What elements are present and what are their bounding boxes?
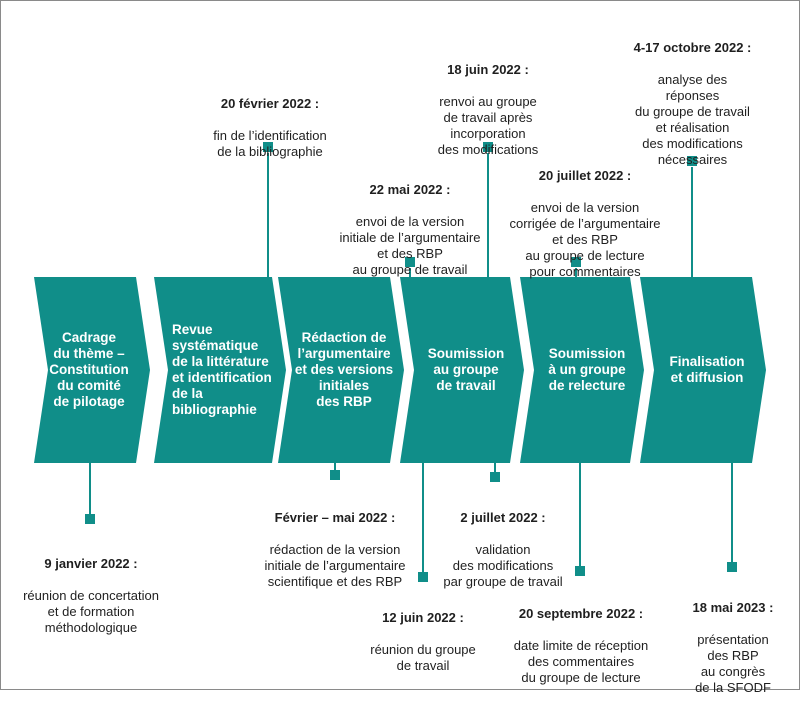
milestone-date: 22 mai 2022 : <box>369 182 451 197</box>
phase-chevron-4 <box>400 277 524 463</box>
milestone-marker-bottom-1 <box>85 514 95 524</box>
milestone-text: validation des modifications par groupe … <box>443 542 563 589</box>
milestone-marker-bottom-2 <box>330 470 340 480</box>
milestone-text: date limite de réception des commentaire… <box>513 638 649 685</box>
milestone-top-1: 20 février 2022 : fin de l’identificatio… <box>190 80 350 176</box>
phase-chevron-2 <box>154 277 286 463</box>
milestone-date: 20 septembre 2022 : <box>518 606 644 621</box>
milestone-date: 18 juin 2022 : <box>447 62 529 77</box>
phase-chevron-6 <box>640 277 766 463</box>
timeline-arrows-svg <box>34 142 766 582</box>
milestone-top-2: 22 mai 2022 : envoi de la version initia… <box>320 166 500 294</box>
milestone-marker-bottom-6 <box>727 562 737 572</box>
milestone-text: envoi de la version initiale de l’argume… <box>339 214 481 277</box>
milestone-marker-bottom-5 <box>575 566 585 576</box>
milestone-marker-top-4 <box>571 257 581 267</box>
milestone-marker-bottom-3 <box>490 472 500 482</box>
milestone-date: 12 juin 2022 : <box>382 610 464 625</box>
milestone-date: 9 janvier 2022 : <box>44 556 138 571</box>
timeline-diagram: Cadrage du thème – Constitution du comit… <box>12 24 773 695</box>
milestone-text: analyse des réponses du groupe de travai… <box>635 72 750 167</box>
milestone-text: envoi de la version corrigée de l’argume… <box>509 200 661 279</box>
milestone-top-3: 18 juin 2022 : renvoi au groupe de trava… <box>418 46 558 174</box>
milestone-text: présentation des RBP au congrès de la SF… <box>695 632 771 695</box>
milestone-text: réunion de concertation et de formation … <box>23 588 159 635</box>
milestone-date: 18 mai 2023 : <box>692 600 774 615</box>
milestone-bottom-3: 2 juillet 2022 : validation des modifica… <box>428 494 578 606</box>
milestone-bottom-6: 18 mai 2023 : présentation des RBP au co… <box>677 584 789 712</box>
phase-chevron-3 <box>278 277 404 463</box>
milestone-bottom-5: 20 septembre 2022 : date limite de récep… <box>500 590 662 702</box>
phase-chevron-1 <box>34 277 150 463</box>
milestone-text: rédaction de la version initiale de l’ar… <box>264 542 406 589</box>
milestone-date: 4-17 octobre 2022 : <box>633 40 752 55</box>
milestone-text: réunion du groupe de travail <box>370 642 476 673</box>
milestone-date: Février – mai 2022 : <box>274 510 396 525</box>
milestone-text: fin de l’identification de la bibliograp… <box>213 128 327 159</box>
milestone-marker-top-5 <box>687 156 697 166</box>
milestone-date: 20 février 2022 : <box>220 96 320 111</box>
milestone-text: renvoi au groupe de travail après incorp… <box>437 94 539 157</box>
milestone-top-4: 20 juillet 2022 : envoi de la version co… <box>500 152 670 296</box>
milestone-bottom-2: Février – mai 2022 : rédaction de la ver… <box>235 494 435 606</box>
milestone-marker-top-2 <box>405 257 415 267</box>
milestone-marker-top-3 <box>483 142 493 152</box>
milestone-date: 20 juillet 2022 : <box>538 168 632 183</box>
milestone-top-5: 4-17 octobre 2022 : analyse des réponses… <box>615 24 770 184</box>
milestone-date: 2 juillet 2022 : <box>460 510 546 525</box>
milestone-bottom-1: 9 janvier 2022 : réunion de concertation… <box>12 540 170 652</box>
phase-chevron-5 <box>520 277 644 463</box>
milestone-marker-bottom-4 <box>418 572 428 582</box>
milestone-bottom-4: 12 juin 2022 : réunion du groupe de trav… <box>356 594 490 690</box>
milestone-marker-top-1 <box>263 142 273 152</box>
